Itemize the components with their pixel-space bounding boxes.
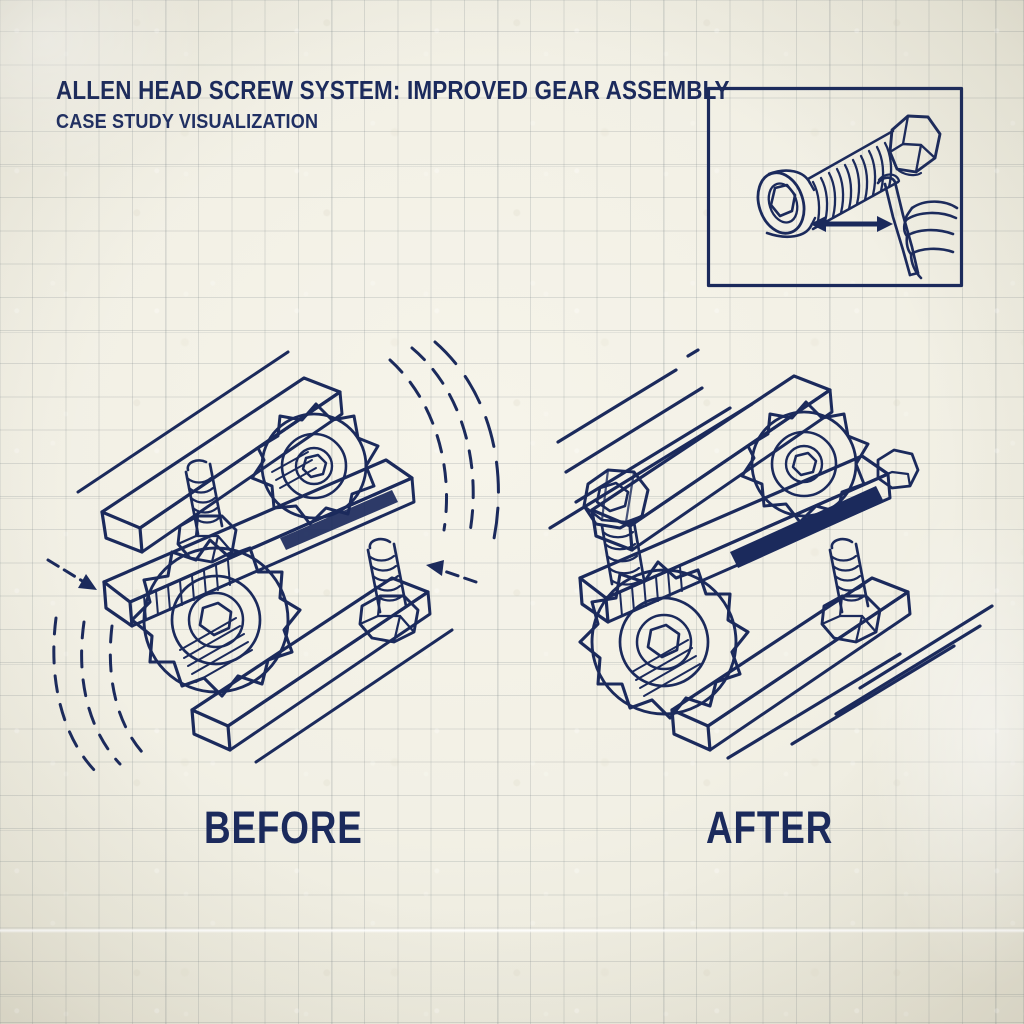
rail-lower-guideline bbox=[254, 628, 454, 764]
clamp-bar-shadow bbox=[280, 490, 398, 550]
caption-before: BEFORE bbox=[204, 802, 363, 853]
speed-lines-lower bbox=[726, 604, 994, 760]
shaft-top-line bbox=[806, 129, 895, 181]
socket-head-cap-screw bbox=[756, 114, 942, 239]
shaft-bottom-line bbox=[811, 180, 900, 231]
screw-head-rim bbox=[767, 182, 799, 224]
screw-head-side bbox=[808, 181, 817, 228]
hub-hex-socket bbox=[198, 601, 233, 637]
hex-bolt-left bbox=[176, 459, 238, 564]
clamp-bar bbox=[102, 458, 416, 628]
guide-rail-upper bbox=[76, 350, 344, 554]
arrow-right-inward bbox=[426, 560, 478, 584]
rail-upper-guideline bbox=[76, 350, 290, 494]
title-block: ALLEN HEAD SCREW SYSTEM: IMPROVED GEAR A… bbox=[56, 77, 822, 133]
double-headed-arrow bbox=[810, 216, 893, 232]
vibration-arcs-right bbox=[388, 346, 475, 534]
inset-allen-screw-detail bbox=[706, 86, 964, 288]
allen-socket-screw-left bbox=[582, 468, 650, 586]
panel-after bbox=[540, 320, 1010, 770]
speed-lines-upper bbox=[548, 348, 754, 530]
page-subtitle: CASE STUDY VISUALIZATION bbox=[56, 109, 319, 133]
inset-border bbox=[706, 86, 964, 288]
hex-socket-icon bbox=[769, 183, 797, 218]
guide-rail-lower bbox=[190, 576, 454, 764]
hand-icon bbox=[902, 200, 959, 280]
gear-hatching bbox=[179, 617, 253, 683]
hex-nut-inner-a bbox=[888, 142, 937, 160]
panel-before bbox=[40, 320, 510, 778]
screw-head-face bbox=[756, 171, 806, 235]
bolt-threads-left bbox=[601, 530, 643, 586]
clamp-bar-hatching bbox=[619, 566, 683, 617]
hub-hex-socket bbox=[646, 623, 681, 659]
vibration-arc-outer-right bbox=[433, 340, 500, 550]
page-title: ALLEN HEAD SCREW SYSTEM: IMPROVED GEAR A… bbox=[56, 77, 730, 105]
hex-bolt-right bbox=[358, 537, 420, 644]
arrow-left-inward bbox=[46, 558, 97, 590]
hex-socket-icon bbox=[595, 481, 630, 513]
caption-after: AFTER bbox=[706, 802, 834, 853]
guide-rail-lower bbox=[670, 576, 912, 752]
spur-gear-large bbox=[578, 560, 750, 720]
clamp-bar-solid-face bbox=[730, 486, 884, 568]
clamp-bar-hatching bbox=[143, 560, 231, 621]
hex-cap-right bbox=[876, 448, 920, 490]
gear-hatching bbox=[631, 639, 701, 697]
screw-head-bottom-edge bbox=[765, 224, 813, 239]
spur-gear-small bbox=[250, 402, 380, 526]
vibration-arcs-left bbox=[52, 616, 144, 778]
hex-nut-inner-b bbox=[901, 114, 923, 174]
hex-bolt-right bbox=[820, 537, 882, 644]
hex-nut-base bbox=[895, 167, 923, 177]
